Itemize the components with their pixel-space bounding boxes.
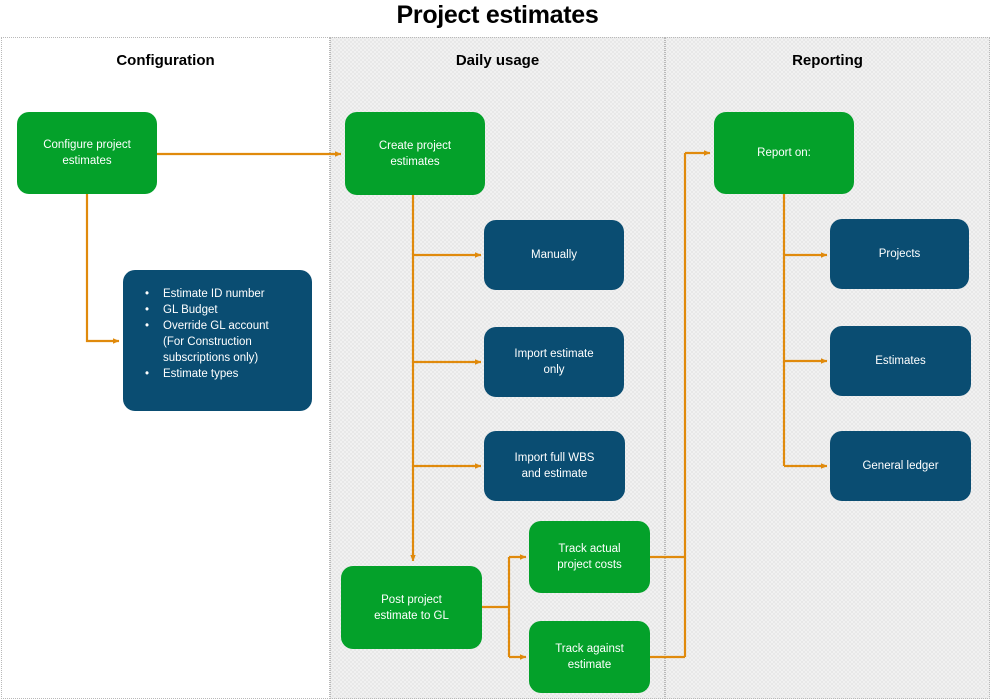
node-import-estimate-only[interactable]: Import estimate only bbox=[484, 327, 624, 397]
list-item-sublabel: (For Construction subscriptions only) bbox=[163, 336, 259, 364]
node-label: Create project estimates bbox=[378, 139, 452, 168]
node-configure-project-estimates[interactable]: Configure project estimates bbox=[17, 112, 157, 194]
node-label: Report on: bbox=[757, 147, 811, 159]
node-estimates[interactable]: Estimates bbox=[830, 326, 971, 396]
node-label: Import full WBS and estimate bbox=[514, 452, 595, 480]
list-item: • Estimate types bbox=[137, 366, 298, 382]
node-import-full-wbs-and-estimate[interactable]: Import full WBS and estimate bbox=[484, 431, 625, 501]
node-track-against-estimate[interactable]: Track against estimate bbox=[529, 621, 650, 693]
node-label: Import estimate only bbox=[514, 348, 594, 376]
swimlane-title-daily-usage: Daily usage bbox=[455, 52, 540, 69]
node-label: Configure project estimates bbox=[43, 139, 131, 167]
list-item: • Override GL account (For Construction … bbox=[137, 318, 298, 366]
swimlane-title-configuration: Configuration bbox=[116, 52, 215, 69]
list-item-label: Override GL account bbox=[163, 320, 269, 332]
swimlane-title-reporting: Reporting bbox=[792, 52, 863, 69]
list-item: • GL Budget bbox=[137, 302, 298, 318]
node-configuration-options-list[interactable]: • Estimate ID number • GL Budget • Overr… bbox=[123, 270, 312, 411]
node-manually[interactable]: Manually bbox=[484, 220, 624, 290]
list-item-label: Estimate types bbox=[163, 368, 239, 380]
list-item-label: Estimate ID number bbox=[163, 288, 265, 300]
node-track-actual-project-costs[interactable]: Track actual project costs bbox=[529, 521, 650, 593]
node-label: Track against estimate bbox=[555, 643, 624, 671]
list-item-label: GL Budget bbox=[163, 304, 218, 316]
page-title: Project estimates bbox=[396, 1, 599, 29]
node-label: Projects bbox=[878, 248, 921, 260]
node-create-project-estimates[interactable]: Create project estimates bbox=[345, 112, 485, 195]
bullet-glyph: • bbox=[145, 320, 150, 332]
bullet-glyph: • bbox=[145, 368, 150, 380]
node-general-ledger[interactable]: General ledger bbox=[830, 431, 971, 501]
node-label: Estimates bbox=[875, 355, 926, 367]
configuration-options: • Estimate ID number • GL Budget • Overr… bbox=[137, 286, 298, 382]
node-report-on[interactable]: Report on: bbox=[714, 112, 854, 194]
bullet-glyph: • bbox=[145, 304, 150, 316]
node-label: General ledger bbox=[862, 460, 939, 472]
node-post-project-estimate-to-gl[interactable]: Post project estimate to GL bbox=[341, 566, 482, 649]
node-label: Post project estimate to GL bbox=[374, 593, 449, 622]
list-item: • Estimate ID number bbox=[137, 286, 298, 302]
node-label: Track actual project costs bbox=[557, 543, 622, 571]
bullet-glyph: • bbox=[145, 288, 150, 300]
node-label: Manually bbox=[530, 249, 578, 261]
node-projects[interactable]: Projects bbox=[830, 219, 969, 289]
